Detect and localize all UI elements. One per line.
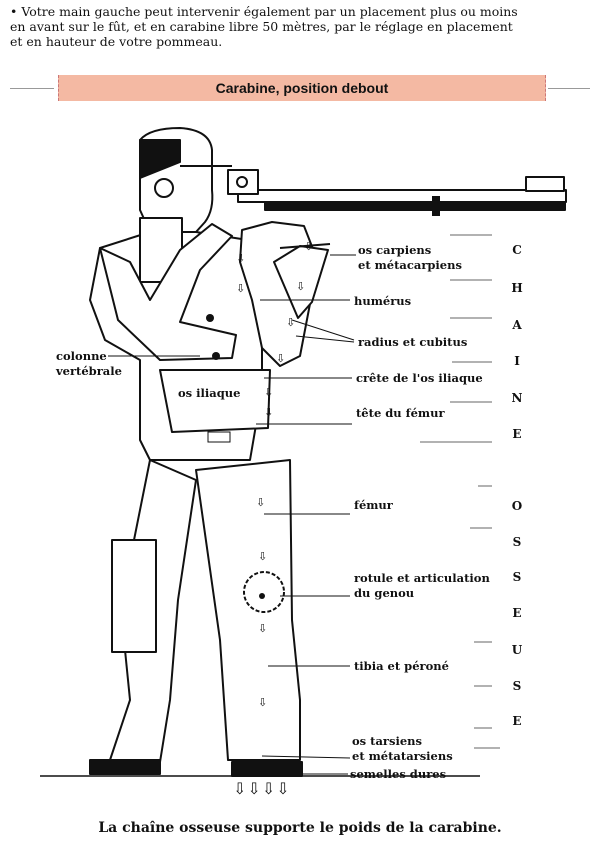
vertical-letter-13: E: [512, 714, 522, 728]
figure-caption: La chaîne osseuse supporte le poids de l…: [98, 820, 502, 836]
label-os-carpiens: os carpiens et métacarpiens: [358, 243, 462, 273]
label-humerus: humérus: [354, 294, 412, 308]
bone-arrow-7: ⇩: [264, 386, 273, 399]
label-femur: fémur: [354, 498, 393, 512]
vertical-letter-6: E: [512, 427, 522, 441]
label-radius: radius et cubitus: [358, 335, 468, 349]
bone-arrow-12: ⇩: [258, 696, 267, 709]
intro-line-3: et en hauteur de votre pommeau.: [10, 34, 223, 49]
label-rotule-line2: du genou: [354, 586, 415, 600]
spine-dot-1: [206, 314, 214, 322]
intro-line-2: en avant sur le fût, et en carabine libr…: [10, 19, 513, 34]
rifle-forend: [264, 201, 566, 211]
label-tarsiens: os tarsiens et métatarsiens: [352, 734, 453, 764]
label-tarsiens-line2: et métatarsiens: [352, 749, 453, 763]
ear: [154, 178, 174, 198]
section-banner: Carabine, position debout: [58, 75, 546, 101]
vertical-letter-12: S: [512, 679, 522, 693]
vertical-letter-4: I: [514, 354, 520, 368]
banner-rule-right: [548, 88, 590, 89]
vertical-letter-1: C: [512, 243, 522, 257]
bone-arrow-3: ⇩: [296, 280, 305, 293]
banner-rule-left: [10, 88, 54, 89]
label-rotule-line1: rotule et articulation: [354, 571, 490, 585]
vertical-letter-10: E: [512, 606, 522, 620]
knee-dot: [259, 593, 265, 599]
rifle-handstop: [432, 196, 440, 216]
label-os-carpiens-line1: os carpiens: [358, 243, 432, 257]
hat-brim: [139, 139, 181, 179]
rifle-front-sight: [525, 176, 565, 192]
left-hand: [273, 245, 329, 319]
vertical-letter-3: A: [512, 318, 522, 332]
vertical-letter-11: U: [511, 643, 523, 657]
ground-force-arrows: ⇩⇩⇩⇩: [233, 779, 291, 798]
label-tete-femur: tête du fémur: [356, 406, 445, 420]
hand-rest: [279, 243, 331, 249]
vertical-letter-8: S: [512, 535, 522, 549]
bone-arrow-5: ⇩: [286, 316, 295, 329]
label-colonne: colonne vertébrale: [56, 349, 122, 379]
leader-tarsiens: [261, 755, 351, 759]
bone-arrow-4: ⇩: [236, 282, 245, 295]
label-tibia: tibia et péroné: [354, 659, 449, 673]
label-crete: crête de l'os iliaque: [356, 371, 483, 385]
bone-arrow-6: ⇩: [276, 352, 285, 365]
vertical-letter-2: H: [511, 281, 523, 295]
bone-arrow-9: ⇩: [256, 496, 265, 509]
rear-sight-aperture: [236, 176, 248, 188]
pelvis-block: [159, 369, 271, 433]
vertical-letter-9: S: [512, 570, 522, 584]
vertical-letter-5: N: [511, 391, 523, 405]
leader-radius-2: [295, 335, 355, 343]
label-os-iliaque: os iliaque: [178, 386, 241, 400]
shoe-sole-right: [89, 759, 161, 775]
bone-arrow-11: ⇩: [258, 622, 267, 635]
label-colonne-line2: vertébrale: [56, 364, 122, 378]
bone-arrow-8: ⇩: [264, 406, 273, 419]
vertical-letter-7: O: [511, 499, 523, 513]
belt-buckle: [207, 431, 231, 443]
bone-arrow-2: ⇩: [236, 252, 245, 265]
intro-paragraph: • Votre main gauche peut intervenir égal…: [10, 4, 590, 49]
label-rotule: rotule et articulation du genou: [354, 571, 490, 601]
knee-marker: [243, 571, 285, 613]
leg-left: [195, 459, 301, 761]
bone-arrow-10: ⇩: [258, 550, 267, 563]
label-colonne-line1: colonne: [56, 349, 107, 363]
trouser-pocket: [111, 539, 157, 653]
bone-arrow-1: ⇩: [304, 240, 313, 253]
leader-radius-1: [291, 319, 355, 341]
intro-line-1: • Votre main gauche peut intervenir égal…: [10, 4, 518, 19]
right-arm: [99, 223, 237, 361]
banner-title: Carabine, position debout: [215, 80, 389, 96]
label-os-carpiens-line2: et métacarpiens: [358, 258, 462, 272]
label-semelles: semelles dures: [350, 767, 447, 781]
label-tarsiens-line1: os tarsiens: [352, 734, 422, 748]
rifle-barrel: [237, 189, 567, 203]
spine-dot-2: [212, 352, 220, 360]
